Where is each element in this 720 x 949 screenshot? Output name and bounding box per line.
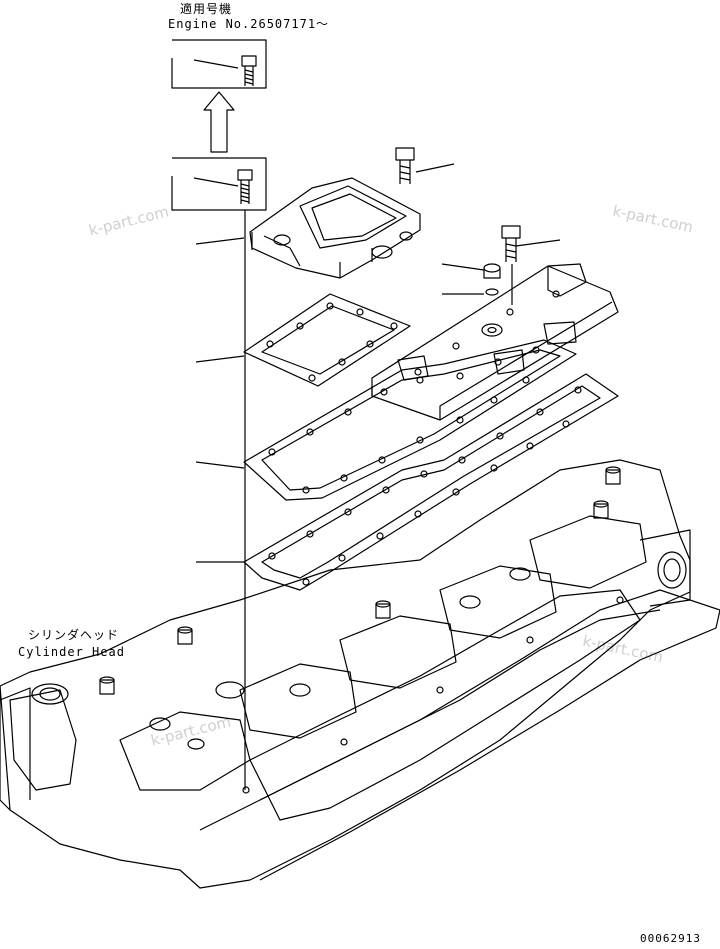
cylinder-head xyxy=(0,459,720,889)
applicability-title: 適用号機 xyxy=(180,2,233,16)
bolt-icon xyxy=(99,676,115,695)
bolt-icon xyxy=(177,626,193,645)
small-head-cover xyxy=(249,177,421,279)
large-gasket-upper xyxy=(243,339,577,501)
bolt-icon xyxy=(395,147,415,184)
cylinder-head-label-jp: シリンダヘッド xyxy=(28,628,120,642)
small-gasket xyxy=(243,293,411,387)
applicable-bolt-callout-box xyxy=(171,39,267,89)
large-gasket-lower xyxy=(243,373,619,591)
bolt-icon xyxy=(375,600,391,619)
bolt-callout-box xyxy=(171,157,267,211)
bolt-icon xyxy=(501,225,521,262)
bolt-icon xyxy=(237,169,253,204)
arrow-up-icon xyxy=(203,91,235,153)
engine-number-label: Engine No.26507171～ xyxy=(168,17,330,31)
cylinder-head-label-en: Cylinder Head xyxy=(18,645,125,659)
bolt-icon xyxy=(593,500,609,519)
leader-lines xyxy=(195,163,561,563)
bolt-icon xyxy=(241,55,257,86)
bolt-icon xyxy=(605,466,621,485)
drawing-number: 00062913 xyxy=(640,932,701,945)
long-head-cover xyxy=(371,263,619,421)
nut-icon xyxy=(483,263,513,305)
